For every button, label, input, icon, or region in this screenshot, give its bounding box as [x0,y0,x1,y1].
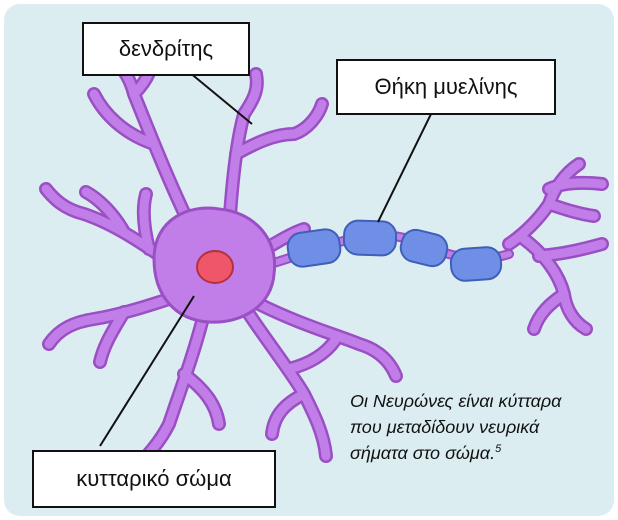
caption-line-2: που μεταδίδουν νευρικά [350,414,610,440]
myelin-sheath-label: Θήκη μυελίνης [336,59,556,115]
nucleus [197,251,233,283]
footnote-marker: 5 [495,443,501,455]
caption-line-3: σήματα στο σώμα.5 [350,440,610,466]
caption: Οι Νευρώνες είναι κύτταρα που μεταδίδουν… [350,388,610,466]
caption-line-3-text: σήματα στο σώμα. [350,443,495,463]
dendrite-label: δενδρίτης [82,22,250,76]
caption-line-1: Οι Νευρώνες είναι κύτταρα [350,388,610,414]
diagram-panel: δενδρίτης Θήκη μυελίνης κυτταρικό σώμα Ο… [4,4,614,516]
myelin-sheath [286,220,502,282]
cell-body-label: κυτταρικό σώμα [32,450,276,508]
